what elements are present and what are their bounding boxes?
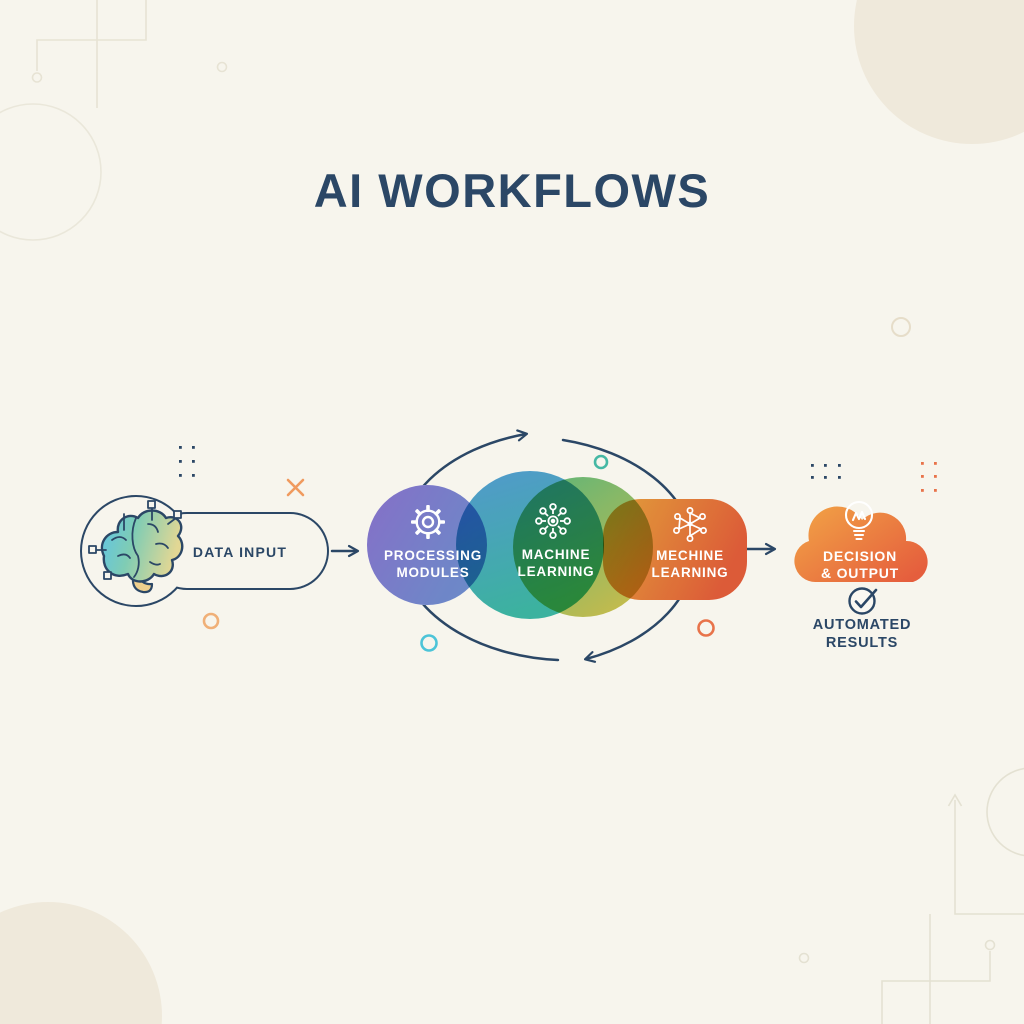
machine-learning-label: MACHINE LEARNING [491, 547, 621, 580]
decision-cloud [794, 506, 928, 583]
mechine-learning-box [603, 499, 747, 600]
beige-circle-bottom-left [0, 902, 162, 1024]
checkmark-icon [848, 587, 878, 615]
dot-grid-cloud-orange [921, 462, 937, 492]
circuit-lines-bottom-right [798, 767, 1024, 1024]
label-line: RESULTS [825, 634, 899, 651]
label-line: LEARNING [517, 563, 595, 579]
decision-output-label: DECISION & OUTPUT [795, 548, 925, 583]
label-line: LEARNING [651, 564, 729, 580]
dot-grid-left [179, 446, 195, 477]
processing-circle [367, 485, 487, 605]
x-accent-icon [286, 478, 305, 497]
up-arrow-icon [947, 793, 963, 807]
label-line: & OUTPUT [821, 565, 899, 582]
data-input-label: DATA INPUT [192, 544, 288, 560]
orange-circle-accent [697, 619, 715, 637]
label-line: MACHINE [521, 547, 591, 562]
cloud-shape [794, 506, 928, 583]
cyan-circle-accent [420, 634, 438, 652]
circuit-lines-top-left [0, 0, 228, 241]
hub-spokes [535, 503, 571, 539]
dot-grid-cloud-navy [811, 464, 841, 479]
accent-circles [202, 454, 715, 652]
venn-shape-cluster [367, 471, 747, 619]
gear-icon [411, 505, 445, 539]
processing-modules-label: PROCESSING MODULES [368, 548, 498, 581]
automated-results-label: AUTOMATED RESULTS [790, 617, 934, 653]
page-title: AI WORKFLOWS [313, 164, 711, 217]
label-line: AUTOMATED [812, 617, 912, 633]
circuit-node-squares [88, 500, 182, 580]
beige-circle-top-right [854, 0, 1024, 144]
label-line: MECHINE [656, 548, 724, 563]
network-hub-icon [535, 503, 571, 539]
data-input-shape [80, 495, 329, 607]
teal-circle-accent [593, 454, 609, 470]
label-line: MODULES [396, 564, 470, 580]
beige-dot-circle [891, 317, 911, 337]
label-line: PROCESSING [383, 548, 483, 563]
lightbulb-icon [844, 500, 874, 541]
mechine-learning-label: MECHINE LEARNING [625, 548, 755, 581]
neural-network-icon [673, 507, 707, 542]
brain-icon [88, 500, 184, 594]
label-line: DECISION [822, 548, 898, 564]
light-orange-circle-accent [202, 612, 220, 630]
